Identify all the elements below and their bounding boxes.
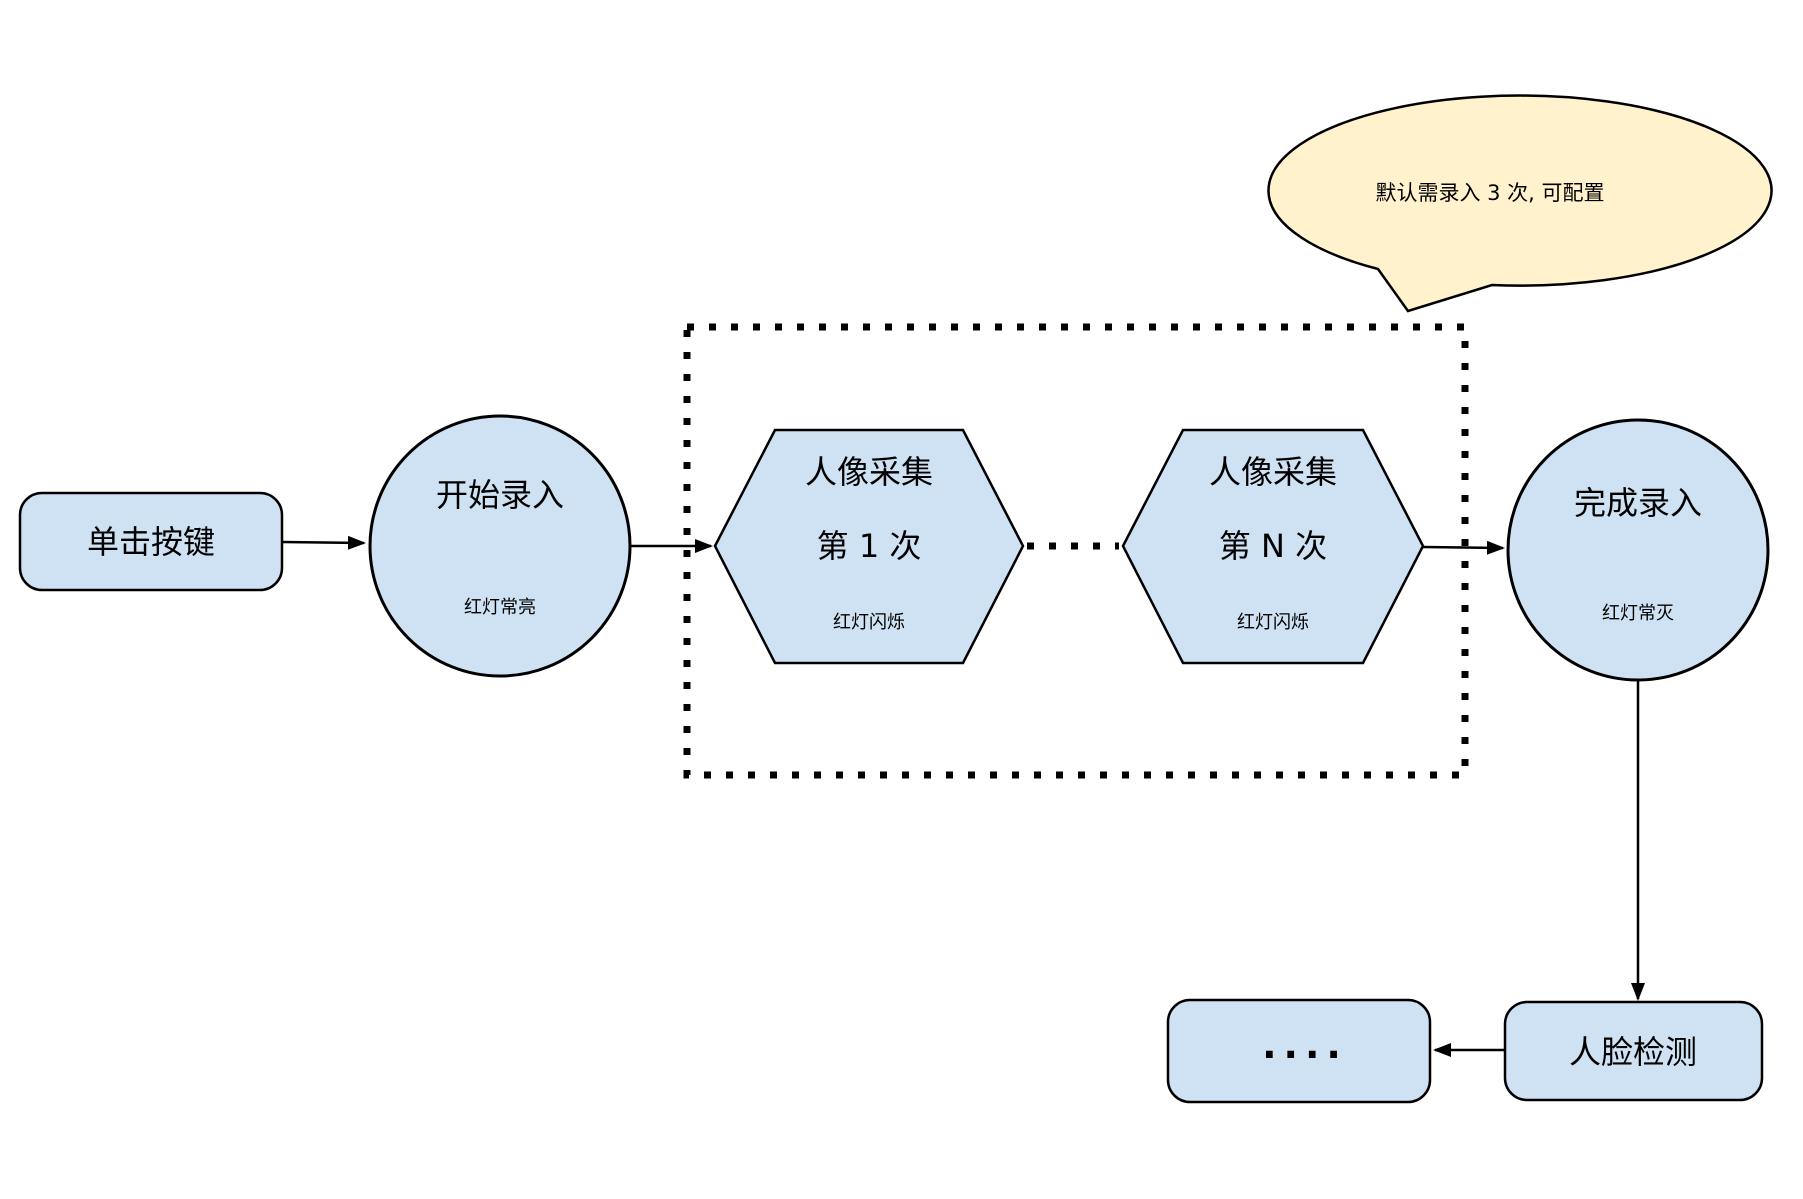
- finish-enroll-status: 红灯常灭: [1602, 603, 1674, 624]
- capture-nth-line1: 人像采集: [1209, 453, 1337, 491]
- finish-enroll-shape: [1506, 418, 1770, 682]
- arrow-capture-to-finish: [1422, 540, 1505, 555]
- click-button-shape: [18, 491, 284, 592]
- start-enroll-label: 开始录入: [436, 476, 564, 514]
- face-detect-label: 人脸检测: [1569, 1033, 1697, 1071]
- arrow-click-to-start: [281, 535, 366, 550]
- start-enroll-status: 红灯常亮: [464, 597, 536, 618]
- callout-bubble: 默认需录入 3 次, 可配置: [1267, 94, 1773, 313]
- node-capture-nth: 人像采集 第 N 次 红灯闪烁: [1121, 428, 1425, 665]
- capture-first-line1: 人像采集: [805, 453, 933, 491]
- capture-first-line2: 第 1 次: [817, 527, 922, 565]
- ellipsis-shape: [1166, 998, 1432, 1104]
- ellipsis-label: ....: [1262, 1023, 1348, 1067]
- node-face-detect: 人脸检测: [1503, 1000, 1764, 1102]
- capture-first-status: 红灯闪烁: [833, 612, 905, 633]
- node-capture-first: 人像采集 第 1 次 红灯闪烁: [713, 428, 1025, 665]
- click-button-label: 单击按键: [87, 523, 215, 561]
- finish-enroll-label: 完成录入: [1574, 484, 1702, 522]
- capture-nth-shape: [1121, 428, 1425, 665]
- capture-nth-line2: 第 N 次: [1219, 527, 1327, 565]
- callout-text: 默认需录入 3 次, 可配置: [1375, 181, 1604, 205]
- node-finish-enroll: 完成录入 红灯常灭: [1506, 418, 1770, 682]
- capture-first-shape: [713, 428, 1025, 665]
- node-ellipsis: ....: [1166, 998, 1432, 1104]
- callout-bubble-shape: [1267, 94, 1773, 313]
- node-start-enroll: 开始录入 红灯常亮: [368, 414, 632, 678]
- capture-nth-status: 红灯闪烁: [1237, 612, 1309, 633]
- node-click-button: 单击按键: [18, 491, 284, 592]
- start-enroll-shape: [368, 414, 632, 678]
- dotted-group-box: [683, 323, 1469, 779]
